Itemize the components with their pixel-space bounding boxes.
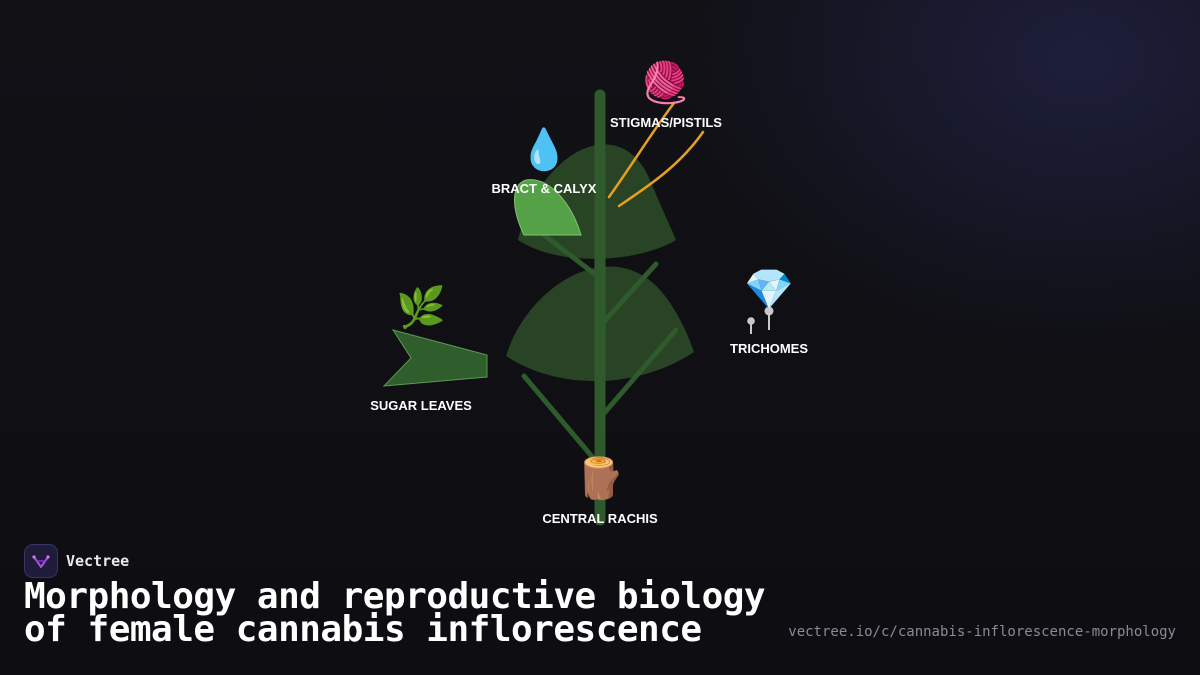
trichome-pins <box>747 306 774 334</box>
page-title: Morphology and reproductive biology of f… <box>24 576 766 650</box>
pistil-strand-1 <box>607 101 676 199</box>
label-trichomes: TRICHOMES <box>730 341 808 356</box>
branches <box>521 229 679 469</box>
label-sugar-leaves: SUGAR LEAVES <box>370 398 472 413</box>
bract-calyx-shape <box>514 179 582 236</box>
brand-logo-icon <box>24 544 58 578</box>
source-url: vectree.io/c/cannabis-inflorescence-morp… <box>788 624 1176 640</box>
yarn-ball-icon: 🧶 <box>640 59 690 106</box>
gem-icon: 💎 <box>744 267 794 313</box>
wood-log-icon: 🪵 <box>575 455 625 502</box>
sugar-leaf-shape <box>382 329 488 387</box>
label-central-rachis: CENTRAL RACHIS <box>542 511 658 526</box>
label-stigmas-pistils: STIGMAS/PISTILS <box>610 115 722 130</box>
pistil-strand-2 <box>617 130 705 208</box>
herb-icon: 🌿 <box>396 284 446 331</box>
label-bract-calyx: BRACT & CALYX <box>492 181 597 196</box>
droplet-icon: 💧 <box>519 126 569 173</box>
brand: Vectree <box>24 544 129 578</box>
brand-name: Vectree <box>66 552 130 570</box>
